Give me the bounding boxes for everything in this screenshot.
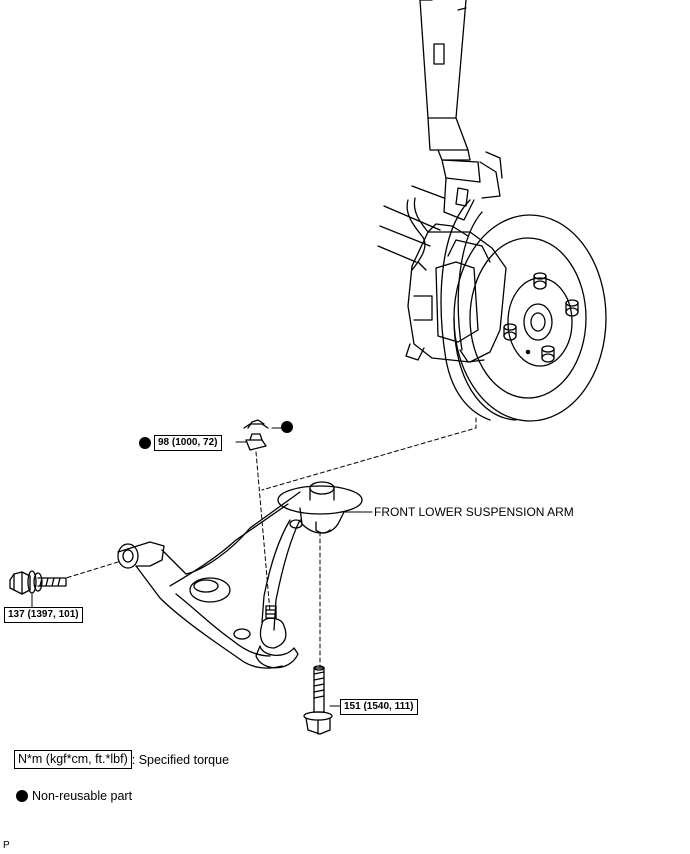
legend-torque-row: N*m (kgf*cm, ft.*lbf) : Specified torque [14, 750, 229, 769]
rear-bolt [303, 665, 333, 735]
torque-rear-bolt-box: 151 (1540, 111) [340, 699, 418, 715]
strut-assembly [419, 0, 503, 221]
brake-disc [440, 199, 607, 422]
lower-arm-body [117, 481, 363, 669]
legend-torque-desc: : Specified torque [131, 752, 230, 767]
torque-front-bolt-box: 137 (1397, 101) [4, 607, 83, 623]
nonreusable-dot-icon [16, 790, 28, 802]
front-bolt [9, 570, 67, 595]
legend-nonreusable-desc: Non-reusable part [32, 789, 133, 803]
nonreusable-marker-torque [139, 437, 151, 449]
corner-mark: P [3, 840, 10, 851]
legend-torque-unit: N*m (kgf*cm, ft.*lbf) [14, 750, 132, 769]
nonreusable-marker-nut [281, 421, 293, 433]
ball-joint-nut [243, 419, 269, 451]
front-lower-suspension-arm-label: FRONT LOWER SUSPENSION ARM [374, 505, 574, 519]
legend-nonreusable-row: Non-reusable part [16, 789, 132, 803]
guide-lines [65, 417, 477, 669]
brake-hose [377, 185, 445, 271]
torque-nut-box: 98 (1000, 72) [154, 435, 222, 451]
leader-lines [31, 427, 373, 707]
brake-caliper [405, 223, 507, 363]
